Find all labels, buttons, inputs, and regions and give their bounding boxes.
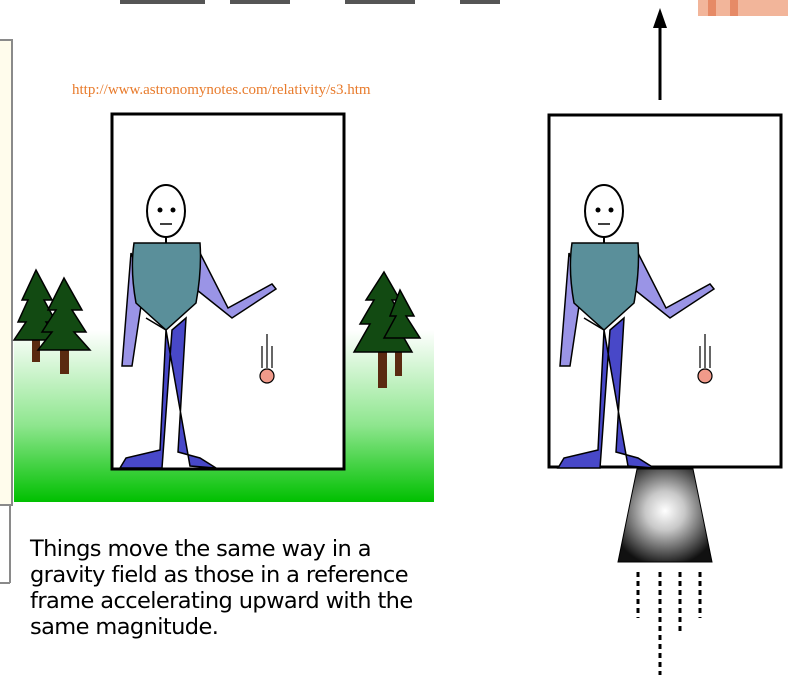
caption-line: same magnitude.: [30, 614, 219, 640]
trees-right: [352, 270, 422, 388]
falling-ball-left: [259, 334, 275, 384]
person-right: [556, 184, 716, 469]
side-panel: [0, 39, 13, 584]
caption-line: Things move the same way in a: [30, 536, 371, 562]
top-decoration: [120, 0, 788, 16]
falling-ball-right: [697, 334, 713, 384]
rocket-engine: [617, 468, 713, 563]
trees-left: [12, 268, 92, 374]
elevator-on-earth: [110, 112, 346, 471]
up-arrow-icon: [653, 8, 667, 28]
source-url: http://www.astronomynotes.com/relativity…: [72, 82, 371, 98]
caption: Things move the same way in a gravity fi…: [30, 536, 550, 640]
caption-line: frame accelerating upward with the: [30, 588, 413, 614]
exhaust-lines: [636, 572, 702, 675]
elevator-rocket: [547, 8, 783, 675]
caption-line: gravity field as those in a reference: [30, 562, 409, 588]
person-left: [118, 184, 278, 469]
